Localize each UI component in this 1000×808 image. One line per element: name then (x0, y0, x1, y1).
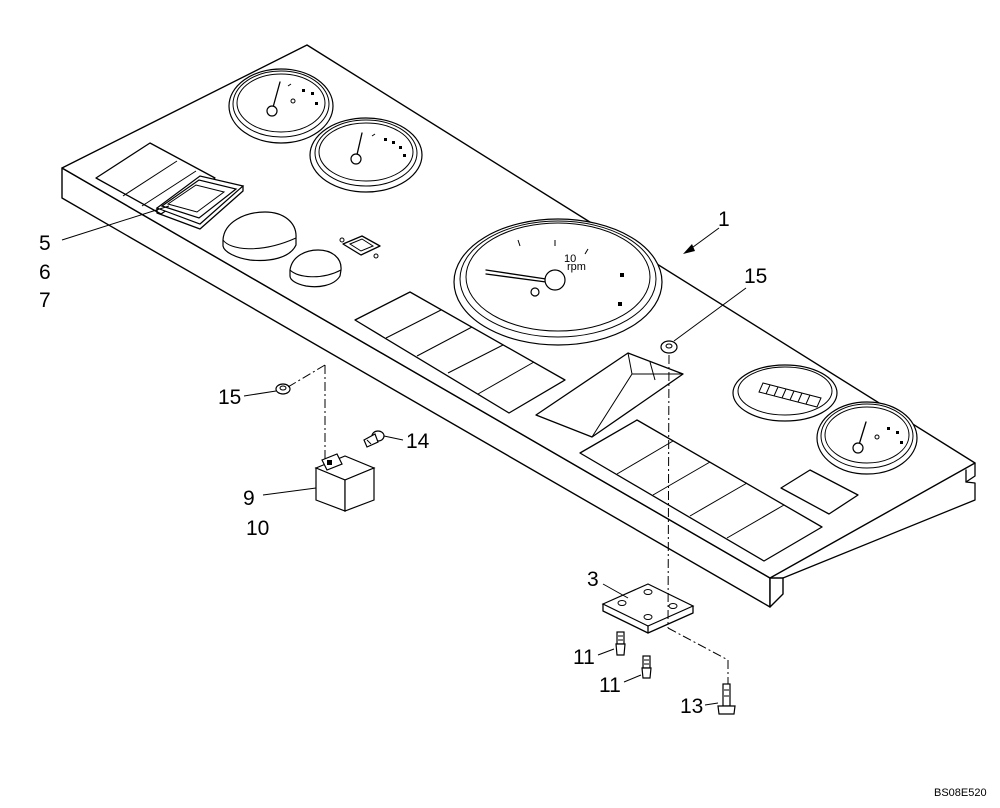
hour-meter (732, 364, 838, 422)
callout-7: 7 (39, 289, 51, 312)
callout-13: 13 (680, 695, 703, 718)
callout-11-upper: 11 (573, 646, 595, 669)
reference-code: BS08E520 (934, 787, 987, 799)
mounting-plate (601, 583, 695, 634)
callout-14: 14 (406, 430, 430, 453)
screw-14 (363, 430, 385, 448)
label-placard-left (95, 142, 216, 215)
gauge-top-left (228, 68, 334, 144)
callout-5: 5 (39, 232, 51, 255)
callout-11-lower: 11 (599, 674, 621, 697)
callout-1: 1 (718, 208, 730, 231)
callouts: 1 15 5 6 7 15 14 9 10 3 11 11 13 (39, 208, 767, 718)
panel-cutout (535, 352, 684, 438)
callout-15-right: 15 (744, 265, 767, 288)
nut-15-right (660, 340, 678, 354)
svg-text:rpm: rpm (567, 261, 586, 273)
svg-text:10: 10 (564, 253, 576, 265)
label-placard-right (780, 469, 859, 515)
bolt-11-lower (641, 655, 652, 679)
label-placard-center (354, 291, 566, 414)
bolt-13 (717, 683, 736, 715)
gauge-right (816, 401, 918, 475)
callout-9: 9 (243, 487, 255, 510)
assembly-lines (287, 354, 729, 684)
callout-15-left: 15 (218, 386, 241, 409)
tachometer-gauge: 10 rpm (453, 218, 663, 346)
callout-10: 10 (246, 517, 269, 540)
indicator-housing-small (289, 249, 342, 288)
callout-6: 6 (39, 261, 51, 284)
gauge-top-middle (309, 117, 423, 193)
bolt-11-upper (615, 631, 626, 656)
label-placard-lower (579, 419, 823, 562)
leader-lines (61, 205, 747, 706)
nut-15-left (275, 383, 291, 395)
indicator-housing-large (222, 211, 297, 262)
rocker-switch (155, 175, 245, 230)
callout-3: 3 (587, 568, 599, 591)
relay (314, 453, 376, 512)
small-bracket (339, 235, 381, 259)
